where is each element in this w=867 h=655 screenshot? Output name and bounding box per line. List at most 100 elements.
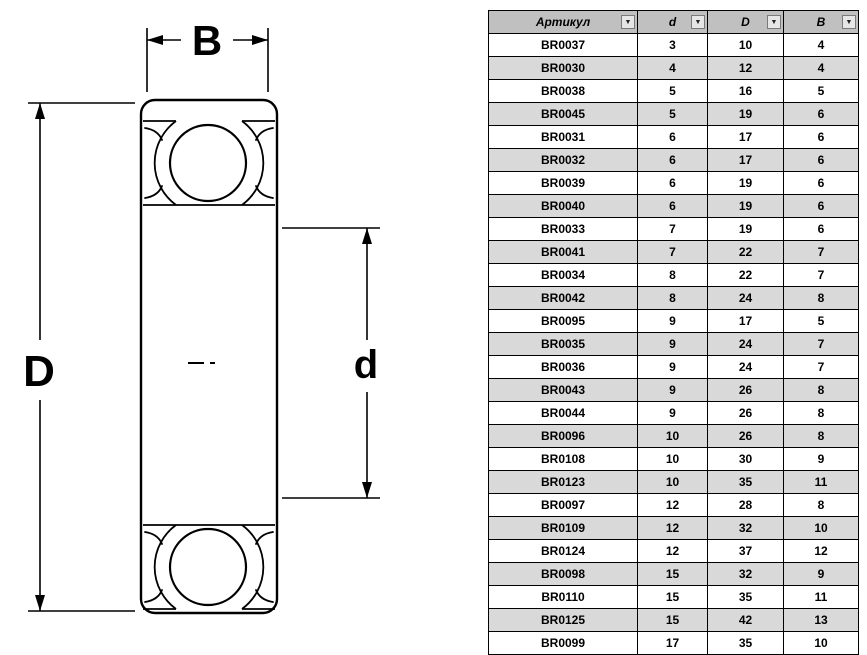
cell-D: 30 [707,447,784,471]
cell-B: 4 [783,56,859,80]
filter-dropdown-d[interactable]: ▼ [691,15,705,29]
cell-B: 11 [783,585,859,609]
cell-B: 6 [783,148,859,172]
cell-d: 15 [637,608,708,632]
cell-d: 9 [637,378,708,402]
cell-B: 12 [783,539,859,563]
cell-articul: BR0109 [488,516,638,540]
column-header-articul-label: Артикул [535,15,591,29]
cell-articul: BR0044 [488,401,638,425]
cell-articul: BR0099 [488,631,638,655]
cell-D: 22 [707,263,784,287]
cell-d: 17 [637,631,708,655]
column-header-B-label: B [816,15,826,29]
cell-articul: BR0035 [488,332,638,356]
cell-d: 6 [637,171,708,195]
cell-D: 19 [707,171,784,195]
cell-articul: BR0043 [488,378,638,402]
cell-articul: BR0041 [488,240,638,264]
cell-D: 28 [707,493,784,517]
cell-B: 13 [783,608,859,632]
cell-d: 15 [637,585,708,609]
bearing-body [139,98,279,615]
column-header-d: d ▼ [637,10,708,34]
cell-d: 5 [637,79,708,103]
cell-D: 19 [707,217,784,241]
cell-D: 24 [707,286,784,310]
cell-d: 6 [637,194,708,218]
cell-B: 8 [783,493,859,517]
cell-D: 24 [707,332,784,356]
column-header-D-label: D [741,15,750,29]
cell-articul: BR0034 [488,263,638,287]
cell-B: 6 [783,125,859,149]
cell-d: 9 [637,309,708,333]
cell-D: 37 [707,539,784,563]
label-B: B [192,17,222,64]
cell-B: 9 [783,562,859,586]
cell-B: 6 [783,102,859,126]
cell-articul: BR0038 [488,79,638,103]
cell-d: 9 [637,401,708,425]
cell-articul: BR0033 [488,217,638,241]
column-header-articul: Артикул ▼ [488,10,638,34]
filter-dropdown-articul[interactable]: ▼ [621,15,635,29]
cell-d: 10 [637,424,708,448]
cell-D: 32 [707,562,784,586]
cell-D: 12 [707,56,784,80]
cell-B: 10 [783,516,859,540]
cell-D: 32 [707,516,784,540]
cell-articul: BR0097 [488,493,638,517]
cell-B: 6 [783,171,859,195]
cell-articul: BR0031 [488,125,638,149]
cell-d: 9 [637,332,708,356]
cell-articul: BR0096 [488,424,638,448]
cell-d: 12 [637,539,708,563]
cell-articul: BR0124 [488,539,638,563]
cell-D: 22 [707,240,784,264]
ball-assembly-bottom [143,524,275,610]
cell-B: 7 [783,240,859,264]
cell-articul: BR0040 [488,194,638,218]
dimension-D: D [23,102,135,612]
cell-B: 11 [783,470,859,494]
cell-B: 5 [783,79,859,103]
cell-D: 19 [707,102,784,126]
cell-B: 6 [783,217,859,241]
cell-B: 7 [783,355,859,379]
label-d: d [354,343,378,387]
cell-B: 8 [783,286,859,310]
ball-top [168,123,248,203]
cell-D: 35 [707,631,784,655]
cell-D: 35 [707,470,784,494]
filter-dropdown-D[interactable]: ▼ [767,15,781,29]
header-row: Артикул ▼ d ▼ D ▼ B ▼ [488,10,859,34]
cell-B: 6 [783,194,859,218]
bearing-diagram: B D d [23,17,380,615]
cell-articul: BR0108 [488,447,638,471]
cell-articul: BR0123 [488,470,638,494]
cell-D: 17 [707,148,784,172]
cell-d: 12 [637,516,708,540]
cell-d: 9 [637,355,708,379]
cell-D: 24 [707,355,784,379]
cell-d: 4 [637,56,708,80]
cell-d: 6 [637,148,708,172]
cell-B: 8 [783,424,859,448]
filter-dropdown-B[interactable]: ▼ [842,15,856,29]
column-header-d-label: d [668,15,677,29]
cell-B: 7 [783,332,859,356]
